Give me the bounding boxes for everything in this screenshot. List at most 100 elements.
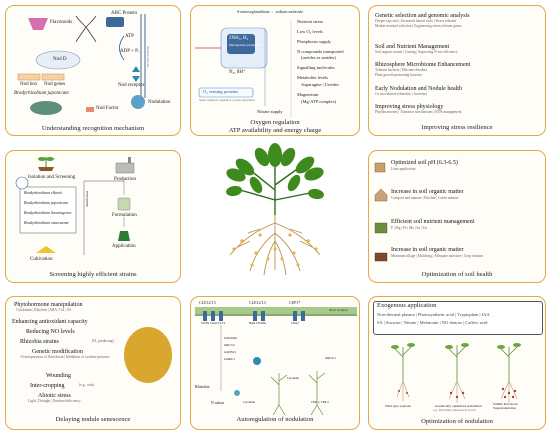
sensing-box-label: O₂ sensing proteins <box>203 89 239 94</box>
root-label: Cytokinin <box>243 400 256 404</box>
resilience-sub: Tolerant bacteria | Efficient rhizobia <box>375 68 427 72</box>
cytokinin-icon <box>253 357 261 365</box>
resilience-sub: Soil organic matter | Liming | Improving… <box>375 50 458 54</box>
plant-icon-left <box>270 373 288 416</box>
soil-sub: P | Mg | Fe | Mo | Se | Zn <box>391 226 427 230</box>
resilience-head-microbiome: Rhizosphere Microbiome Enhancement <box>375 62 471 68</box>
exogenous-sub: Non-thermal plasma | Photosynthetic acid… <box>377 312 490 317</box>
nodulation-label: Nodulation <box>148 100 171 105</box>
mid-label: Cytokinin <box>287 376 300 380</box>
enzyme-label: Nitrogenase (complex) <box>229 43 262 47</box>
side-label-soybean: Soybean root cell <box>146 46 150 67</box>
resilience-caption: Improving stress resilience <box>421 124 493 131</box>
receptor-label: SUNN <box>201 321 210 325</box>
senescence-item: Genetic modification <box>32 349 83 355</box>
senescence-item: Abiotic stress <box>38 393 71 399</box>
screening-caption: Screening highly efficient strains <box>49 271 137 278</box>
oxygen-item: Nutrient stress <box>297 19 324 24</box>
nod-d-icon <box>35 50 81 70</box>
oxygen-caption-1: Oxygen regulation <box>250 119 300 126</box>
resilience-sub: Deeper tap roots | Increased lateral roo… <box>375 19 456 23</box>
root-label: Rhizobia <box>195 384 210 389</box>
soybean-plant-illustration <box>226 143 324 276</box>
autoregulation-caption: Autoregulation of nodulation <box>236 416 314 423</box>
oxygen-item: (ureides or amides) <box>301 55 336 60</box>
resilience-sub: Plant growth promoting bacteria <box>375 73 422 77</box>
compost-icon <box>374 188 388 202</box>
nutrient-icon <box>374 222 388 234</box>
oxygen-item: (Mg-ATP complex) <box>301 99 337 104</box>
senescence-item: Phytohormone manipulation <box>14 302 83 308</box>
recognition-caption: Understanding recognition mechanism <box>41 125 145 132</box>
senescence-item: Rhizobia strains <box>20 339 59 345</box>
left-stack-label: GmRIC1 <box>224 357 236 361</box>
senescence-sub: (H₂ producing) <box>92 339 114 343</box>
seedling-icon <box>38 157 54 171</box>
senescence-sub: Cytokinins | Ethylene | ABA | GA | SA <box>16 308 72 312</box>
mid-label: TML1 | TML2 <box>311 400 329 404</box>
auto-header: CLE12/13 <box>249 300 266 305</box>
exogenous-sub: SA | Sucrose | Nitrate | Melatonin | NO … <box>377 320 488 325</box>
atp-label: ATP <box>125 34 134 39</box>
nod-genes-label: Nod genes <box>44 82 66 87</box>
oxygen-item: Low O₂ levels <box>297 29 323 34</box>
sensing-sub: Spatio-temporal regulation of gene expre… <box>199 98 255 102</box>
abc-protein-label: ABC Protein <box>111 11 137 16</box>
plant-sub: e.g., this/ability induced nod factors <box>433 408 477 412</box>
soil-sub: Compost and manure | Biochar | Green man… <box>391 196 459 200</box>
flavonoid-icon <box>28 18 48 30</box>
soil-caption: Optimization of soil health <box>421 271 493 278</box>
soil-icons <box>374 162 388 262</box>
dna-icon <box>75 15 97 43</box>
senescence-item: Wounding <box>46 373 71 379</box>
receptor-label: CRA2 <box>210 321 218 325</box>
plant-label: NARK Knockout Supernodulation <box>493 402 518 410</box>
strain-item: Bradyrhizobium ottawaense <box>24 220 69 225</box>
resilience-head-soil: Soil and Nutrient Management <box>375 44 450 50</box>
factory-icon <box>115 157 135 174</box>
resilience-sub: Phytohormones | Tolerance mechanisms | R… <box>375 110 462 114</box>
flavonoids-label: Flavonoids <box>50 20 73 25</box>
left-stack-label: GmNARK <box>224 336 238 340</box>
left-stack-label: GmNNC1 <box>224 350 237 354</box>
formulation-label: Formulation <box>112 213 137 218</box>
senescence-sub: Overexpression of flavodoxin | Inhibitio… <box>20 355 110 359</box>
petri-dish-icon <box>15 176 29 190</box>
nod-receptor-label: Nod receptor <box>118 83 145 88</box>
panel-screening: Isolation and Screening Bradyrhizobium e… <box>5 150 181 283</box>
panel-recognition: Flavonoids ABC Protein ATP ADP + Pᵢ Nod … <box>5 5 181 136</box>
oxygen-diagram <box>195 20 292 118</box>
senescence-caption: Delaying nodule senescence <box>55 416 131 423</box>
nitrate-supply-label: Nitrate supply <box>257 109 283 114</box>
root-label: N status <box>211 400 224 405</box>
production-label: Production <box>114 177 136 182</box>
resilience-head-genetic: Genetic selection and genomic analysis <box>375 13 470 19</box>
nodulation-icon <box>131 95 145 109</box>
senescence-item: Enhancing antioxidant capacity <box>12 319 88 325</box>
nod-box-label: Nod box <box>20 82 38 87</box>
nodulation-opt-caption: Optimization of nodulation <box>421 418 493 425</box>
plant-icon-right <box>308 371 326 416</box>
cultivation-label: Cultivation <box>30 257 53 262</box>
autoregulation-diagram <box>195 307 357 416</box>
strain-item: Bradyrhizobium japonicum <box>24 200 68 205</box>
bacterium-icon <box>30 101 62 115</box>
senescence-sub: Light | Drought | Nutrient deficiency <box>28 399 81 403</box>
nod-factor-icon <box>86 107 94 112</box>
n2-label: N₂, 8H⁺ <box>229 70 246 75</box>
soil-sub: Lime application <box>391 167 416 171</box>
nod-receptor-icon <box>132 66 140 82</box>
resilience-head-physiology: Improving stress physiology <box>375 104 444 110</box>
oxygen-item: Metabolite levels <box>297 75 329 80</box>
senescence-sub: (e.g., oats) <box>79 383 95 387</box>
resilience-sub: Co-inoculation (rhizobia + bacteria) <box>375 92 427 96</box>
recognition-diagram <box>17 14 146 115</box>
receptor-label: CLV2 <box>218 321 226 325</box>
left-stack-label: miR172c <box>224 343 235 347</box>
formulation-icon <box>117 197 131 211</box>
oxygen-item: Asparagine | Ureides <box>301 82 339 87</box>
soil-head-organic: Increase in soil organic matter <box>391 189 464 195</box>
bacterium-label: Bradyrhizobium japonicum <box>14 91 69 96</box>
nodules <box>232 233 318 267</box>
application-label: Application <box>112 244 136 249</box>
